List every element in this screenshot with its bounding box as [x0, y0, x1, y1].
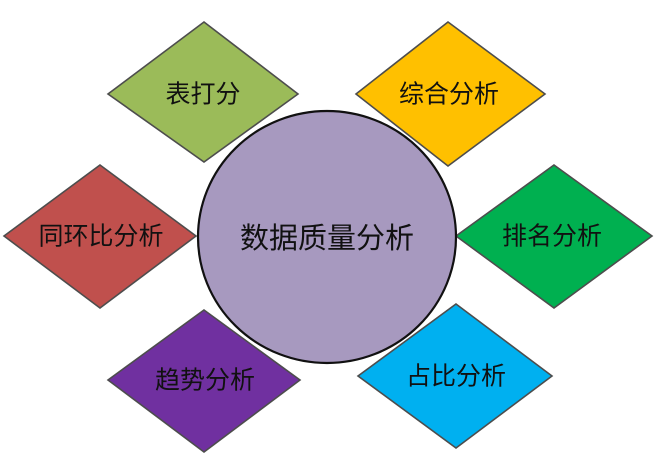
diamond-proportion-analysis [356, 303, 554, 449]
node-label-period-comparison-analysis: 同环比分析 [38, 222, 163, 251]
diamond-ranking-analysis [454, 164, 654, 309]
node-proportion-analysis: 占比分析 [356, 303, 554, 449]
node-label-table-score: 表打分 [165, 80, 240, 109]
node-label-trend-analysis: 趋势分析 [155, 366, 255, 395]
node-label-comprehensive-analysis: 综合分析 [399, 80, 499, 109]
diamond-period-comparison-analysis [2, 164, 198, 309]
node-label-ranking-analysis: 排名分析 [502, 222, 602, 251]
center-node: 数据质量分析 [196, 109, 458, 365]
center-label: 数据质量分析 [240, 221, 414, 255]
diamond-table-score [106, 20, 300, 163]
node-period-comparison-analysis: 同环比分析 [2, 164, 198, 309]
node-trend-analysis: 趋势分析 [106, 309, 302, 453]
node-label-proportion-analysis: 占比分析 [406, 362, 506, 391]
node-table-score: 表打分 [106, 20, 300, 163]
node-comprehensive-analysis: 综合分析 [354, 20, 547, 168]
node-ranking-analysis: 排名分析 [454, 164, 654, 309]
diamond-comprehensive-analysis [354, 20, 547, 168]
center-circle [196, 109, 458, 365]
diamond-trend-analysis [106, 309, 302, 453]
